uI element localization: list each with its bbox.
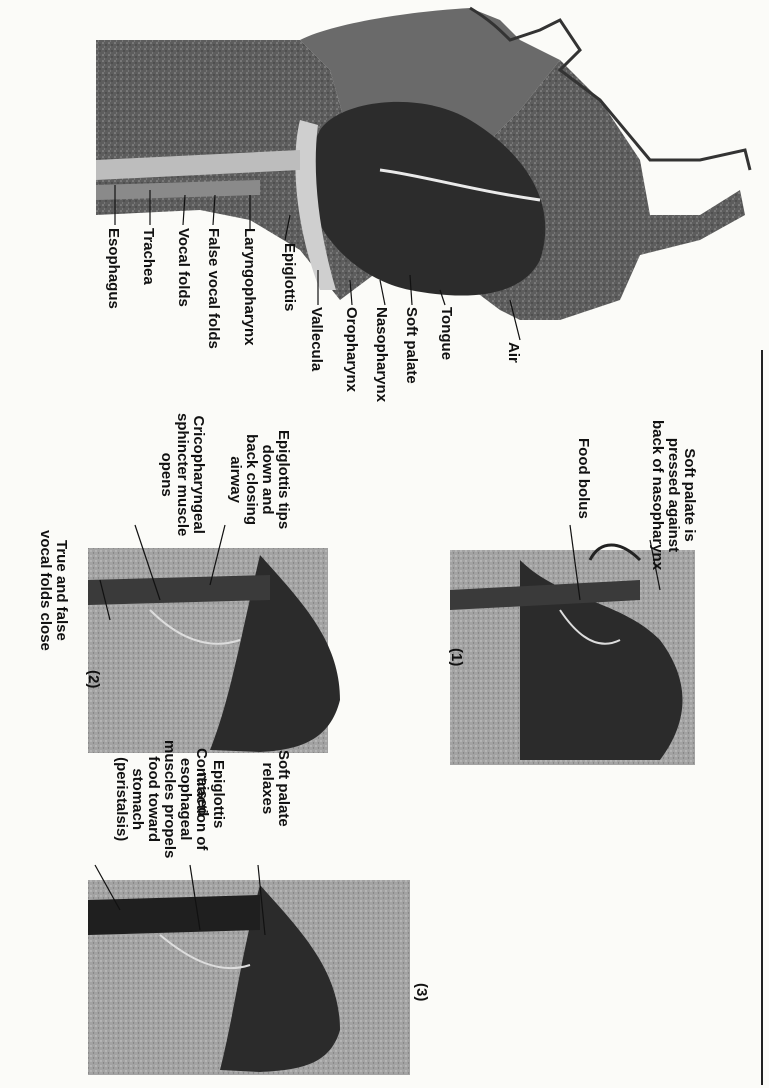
label-food-bolus: Food bolus: [575, 438, 591, 519]
label-soft-palate-relaxes: Soft palate relaxes: [259, 750, 291, 827]
label-laryngopharynx: Laryngopharynx: [241, 228, 257, 346]
label-soft-palate-pressed: Soft palate is pressed against back of n…: [649, 420, 697, 570]
label-tongue: Tongue: [438, 307, 454, 360]
label-trachea: Trachea: [140, 228, 156, 285]
label-contraction-peristalsis: Contraction of esophageal muscles propel…: [113, 740, 209, 858]
label-vocal-folds: Vocal folds: [175, 228, 191, 307]
label-vallecula: Vallecula: [308, 307, 324, 371]
label-epiglottis: Epiglottis: [281, 243, 297, 311]
panel-2-number: (2): [85, 670, 101, 688]
label-false-vocal-folds: False vocal folds: [205, 228, 221, 349]
panel-3-number: (3): [413, 983, 429, 1001]
label-oropharynx: Oropharynx: [343, 307, 359, 392]
panel-1-number: (1): [448, 648, 464, 666]
label-nasopharynx: Nasopharynx: [373, 307, 389, 402]
label-true-false-vocal-folds: True and false vocal folds close: [37, 530, 69, 651]
label-esophagus: Esophagus: [105, 228, 121, 309]
label-cricopharyngeal: Cricopharyngeal sphincter muscle opens: [158, 413, 206, 536]
label-air: Air: [505, 342, 521, 363]
label-epiglottis-tips: Epiglottis tips down and back closing ai…: [227, 430, 291, 529]
label-soft-palate: Soft palate: [403, 307, 419, 384]
